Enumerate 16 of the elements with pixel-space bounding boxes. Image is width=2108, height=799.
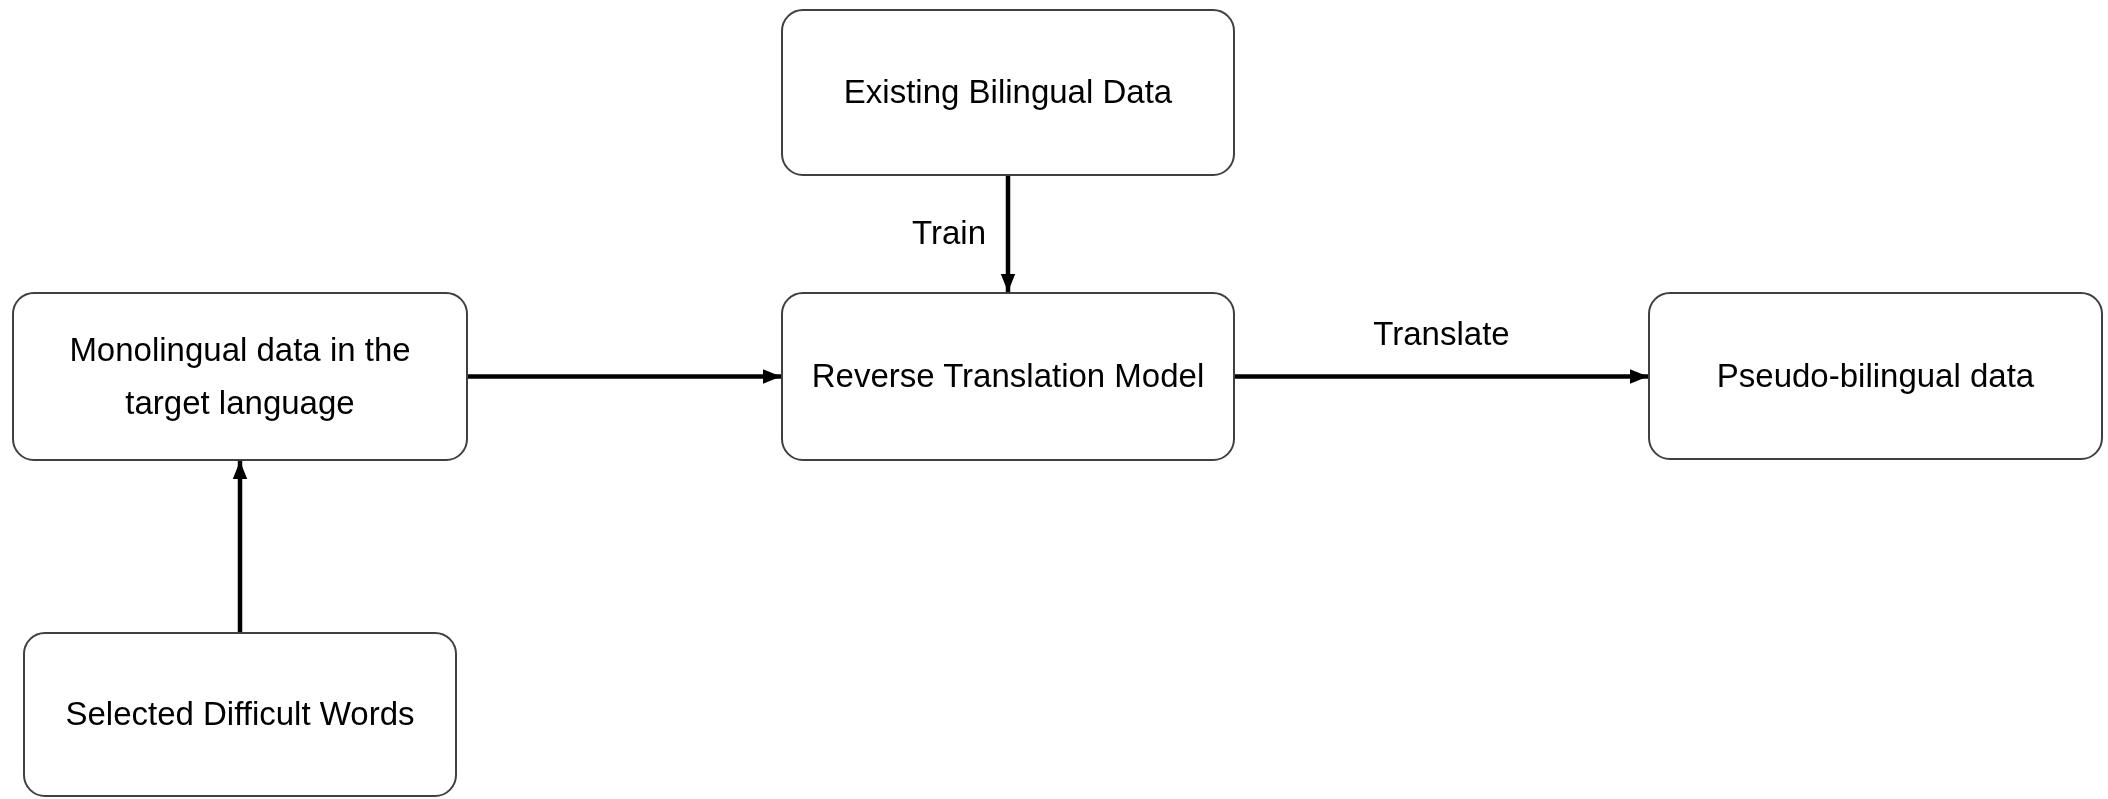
process-box	[12, 292, 468, 461]
box-label: Monolingual data in the target language	[68, 329, 412, 423]
box-label: Selected Difficult Words	[64, 694, 416, 735]
process-box	[1648, 292, 2103, 460]
process-box	[781, 292, 1235, 461]
box-label: Pseudo-bilingual data	[1715, 355, 2036, 396]
box-label: Existing Bilingual Data	[842, 72, 1174, 113]
edge-label: Translate	[1372, 314, 1511, 353]
arrow	[1235, 369, 1648, 384]
box-label: Reverse Translation Model	[810, 356, 1206, 397]
edge-label: Train	[912, 214, 986, 252]
arrow	[1000, 176, 1016, 292]
process-box	[23, 632, 457, 797]
process-box	[781, 9, 1235, 176]
arrow	[232, 461, 248, 632]
arrow	[468, 369, 781, 384]
